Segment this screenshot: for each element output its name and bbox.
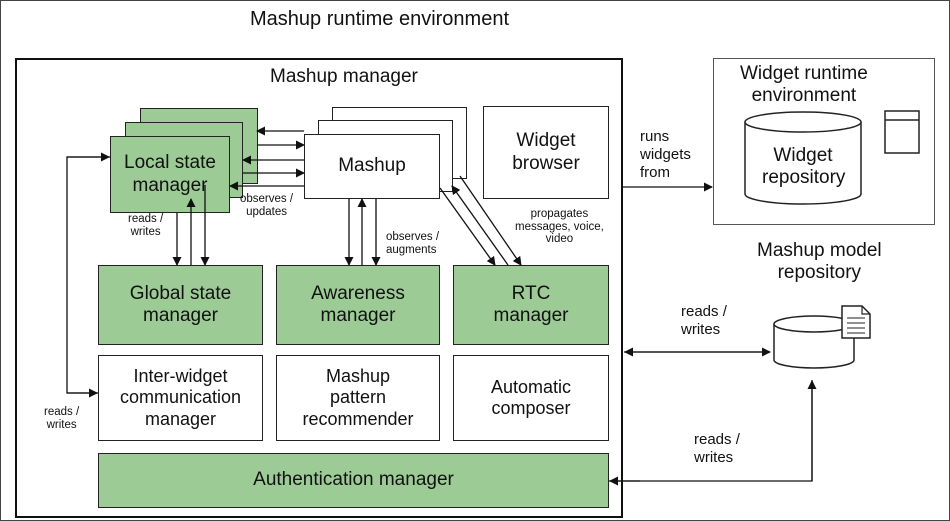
inter-widget-communication-manager-label: Inter-widget communication manager xyxy=(119,366,242,429)
edge-label-reads-writes-auth: reads / writes xyxy=(694,431,740,466)
mashup-label: Mashup xyxy=(338,155,406,177)
local-state-manager[interactable]: Local state manager xyxy=(110,136,230,213)
awareness-manager[interactable]: Awareness manager xyxy=(276,265,440,345)
edge-label-observes-augments: observes / augments xyxy=(386,231,440,256)
automatic-composer-label: Automatic composer xyxy=(490,376,572,418)
authentication-manager[interactable]: Authentication manager xyxy=(98,453,609,508)
global-state-manager[interactable]: Global state manager xyxy=(98,265,263,345)
automatic-composer[interactable]: Automatic composer xyxy=(453,355,609,441)
widget-browser[interactable]: Widget browser xyxy=(483,106,609,199)
awareness-manager-label: Awareness manager xyxy=(311,282,405,326)
global-state-manager-label: Global state manager xyxy=(129,282,232,326)
mashup-pattern-recommender-label: Mashup pattern recommender xyxy=(302,366,414,429)
rtc-manager[interactable]: RTC manager xyxy=(453,265,609,345)
mashup-pattern-recommender[interactable]: Mashup pattern recommender xyxy=(276,355,440,441)
mashup-model-repository-title: Mashup model repository xyxy=(757,240,882,283)
edge-label-runs-widgets: runs widgets from xyxy=(640,128,691,181)
widget-browser-label: Widget browser xyxy=(512,130,580,174)
edge-label-reads-writes-lsm: reads / writes xyxy=(128,213,164,238)
edge-label-propagates: propagates messages, voice, video xyxy=(515,208,604,246)
widget-runtime-environment-title: Widget runtime environment xyxy=(740,63,868,106)
mashup-manager-frame xyxy=(15,58,623,518)
authentication-manager-label: Authentication manager xyxy=(253,469,454,491)
runtime-environment-title: Mashup runtime environment xyxy=(250,8,510,30)
edge-label-observes-updates: observes / updates xyxy=(240,193,294,218)
widget-repository-label: Widget repository xyxy=(762,145,846,188)
edge-label-reads-writes-repo: reads / writes xyxy=(681,303,727,338)
mashup-manager-title: Mashup manager xyxy=(270,66,418,87)
mashup[interactable]: Mashup xyxy=(304,134,440,199)
rtc-manager-label: RTC manager xyxy=(493,282,569,326)
local-state-manager-label: Local state manager xyxy=(124,152,216,196)
inter-widget-communication-manager[interactable]: Inter-widget communication manager xyxy=(98,355,263,441)
edge-label-reads-writes-left: reads / writes xyxy=(44,406,80,431)
